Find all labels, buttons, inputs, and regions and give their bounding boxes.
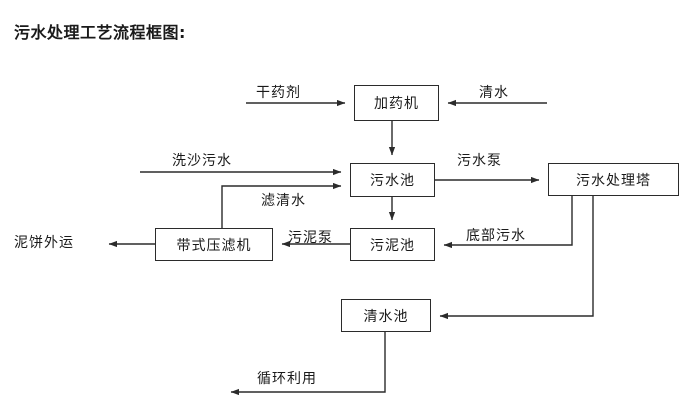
edge-label-sand-wash-sewage: 洗沙污水 — [172, 153, 232, 169]
node-sewage-pool[interactable]: 污水池 — [350, 163, 435, 197]
node-treatment-tower[interactable]: 污水处理塔 — [548, 163, 679, 196]
node-belt-filter-press[interactable]: 带式压滤机 — [155, 228, 273, 261]
edge-treatment-tower-to-clean-water-pool — [439, 196, 594, 320]
node-label: 清水池 — [363, 308, 409, 325]
node-label: 加药机 — [374, 96, 419, 112]
edge-label-mud-cake-out: 泥饼外运 — [14, 235, 74, 251]
page-title: 污水处理工艺流程框图: — [14, 23, 186, 42]
edge-belt-filter-press-to-sewage-pool — [221, 182, 342, 228]
node-label: 污水处理塔 — [576, 172, 651, 189]
edge-label-sludge-pump: 污泥泵 — [288, 230, 333, 246]
edge-label-filtered-water: 滤清水 — [261, 193, 306, 209]
node-sludge-pool[interactable]: 污泥池 — [350, 228, 435, 261]
edge-label-bottom-sewage: 底部污水 — [466, 228, 526, 244]
node-label: 带式压滤机 — [176, 237, 252, 254]
edge-label-dry-reagent: 干药剂 — [256, 85, 301, 101]
edge-clean-water-pool-to-recycle — [230, 332, 386, 396]
node-clean-water-pool[interactable]: 清水池 — [341, 299, 431, 332]
node-label: 污水池 — [370, 173, 415, 189]
edge-treatment-tower-to-sludge-pool — [443, 196, 573, 249]
edge-label-recycle-use: 循环利用 — [257, 371, 317, 387]
node-label: 污泥池 — [370, 237, 415, 254]
edge-label-sewage-pump: 污水泵 — [457, 153, 502, 169]
edge-label-clean-water-in: 清水 — [479, 85, 509, 101]
node-dosing-machine[interactable]: 加药机 — [354, 85, 439, 121]
